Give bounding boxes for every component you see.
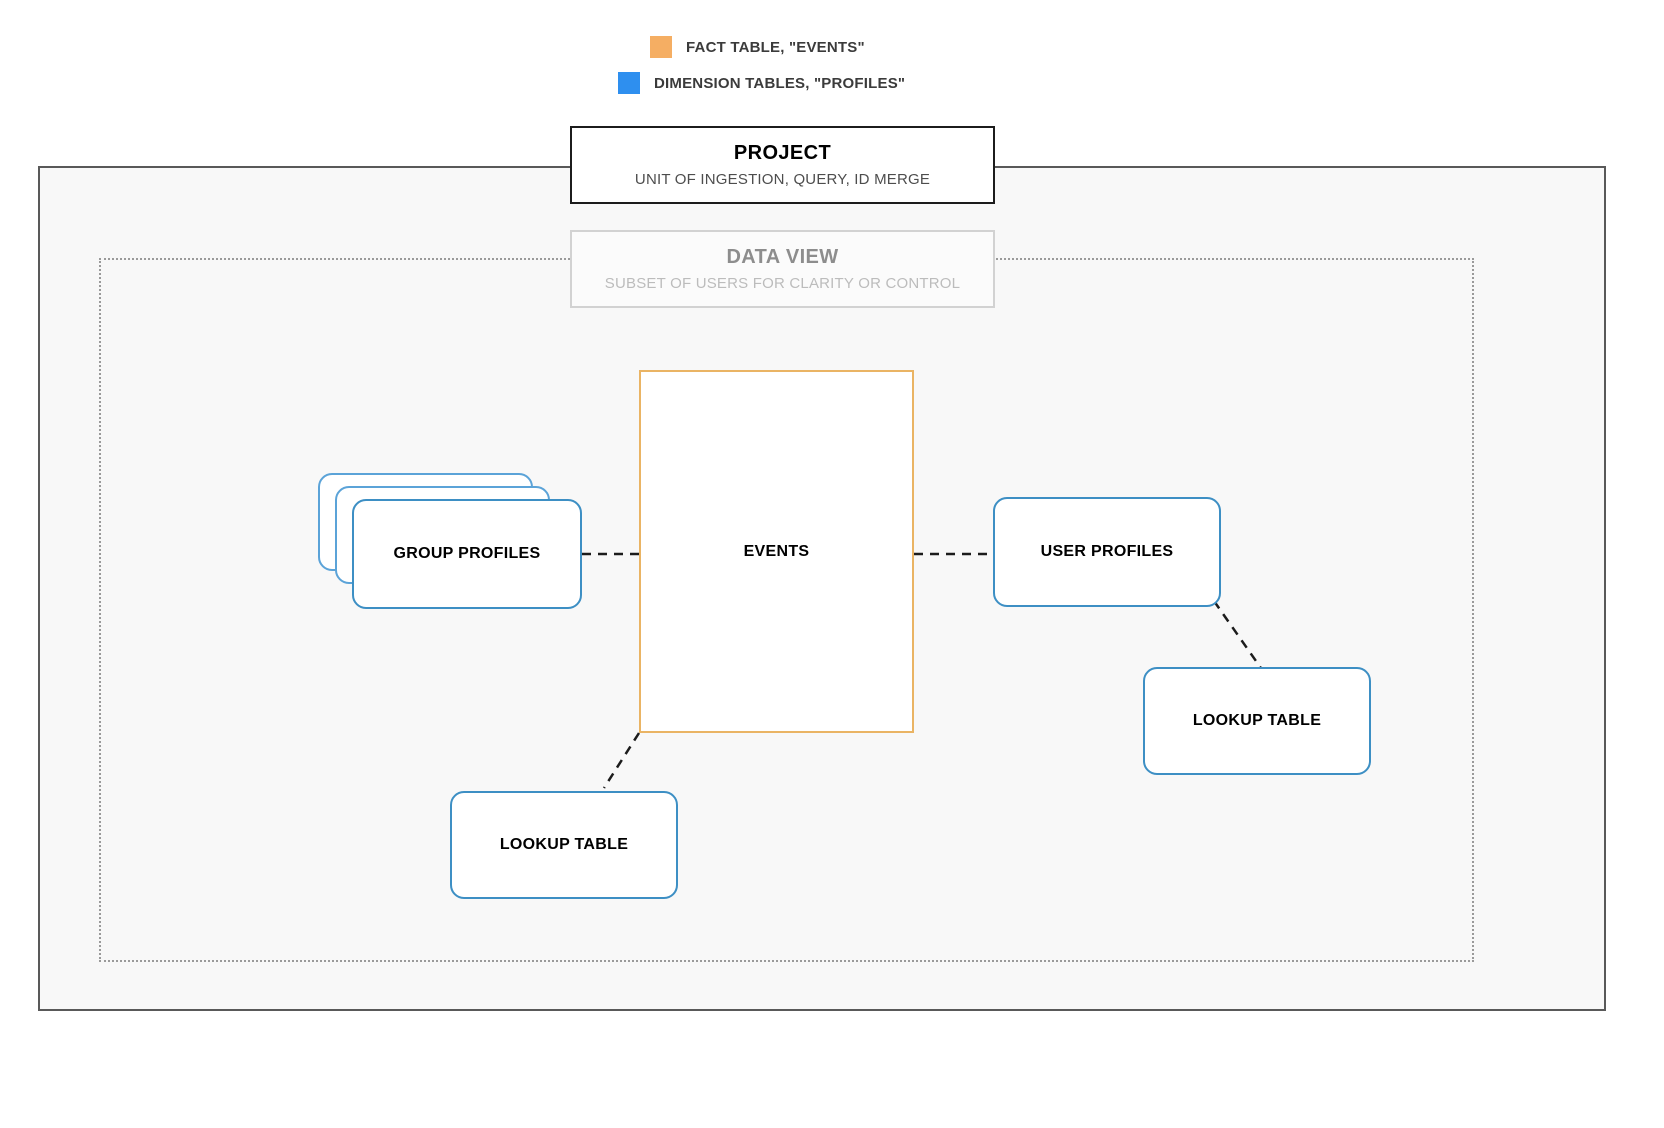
legend-label-dimension-tables: DIMENSION TABLES, "PROFILES" <box>654 74 906 92</box>
legend-swatch-orange-icon <box>650 36 672 58</box>
group-profiles-stack-card-front[interactable]: GROUP PROFILES <box>352 499 582 609</box>
node-lookup-table-right[interactable]: LOOKUP TABLE <box>1143 667 1371 775</box>
legend-swatch-blue-icon <box>618 72 640 94</box>
data-view-title: DATA VIEW <box>726 246 839 268</box>
data-view-header-box: DATA VIEW SUBSET OF USERS FOR CLARITY OR… <box>570 230 995 308</box>
project-title: PROJECT <box>733 142 832 164</box>
node-lookup-table-right-label: LOOKUP TABLE <box>1192 712 1322 729</box>
node-lookup-table-left-label: LOOKUP TABLE <box>499 836 629 853</box>
node-user-profiles-label: USER PROFILES <box>1040 543 1174 560</box>
node-events[interactable]: EVENTS <box>639 370 914 733</box>
node-group-profiles-label: GROUP PROFILES <box>393 545 541 562</box>
data-view-subtitle: SUBSET OF USERS FOR CLARITY OR CONTROL <box>604 275 961 292</box>
node-events-label: EVENTS <box>743 542 810 560</box>
project-subtitle: UNIT OF INGESTION, QUERY, ID MERGE <box>634 171 931 188</box>
legend-item-fact-table: FACT TABLE, "EVENTS" <box>650 36 865 58</box>
node-lookup-table-left[interactable]: LOOKUP TABLE <box>450 791 678 899</box>
project-header-box: PROJECT UNIT OF INGESTION, QUERY, ID MER… <box>570 126 995 204</box>
node-user-profiles[interactable]: USER PROFILES <box>993 497 1221 607</box>
node-group-profiles[interactable]: GROUP PROFILES <box>318 473 582 611</box>
legend-item-dimension-tables: DIMENSION TABLES, "PROFILES" <box>618 72 905 94</box>
legend-label-fact-table: FACT TABLE, "EVENTS" <box>686 38 865 56</box>
